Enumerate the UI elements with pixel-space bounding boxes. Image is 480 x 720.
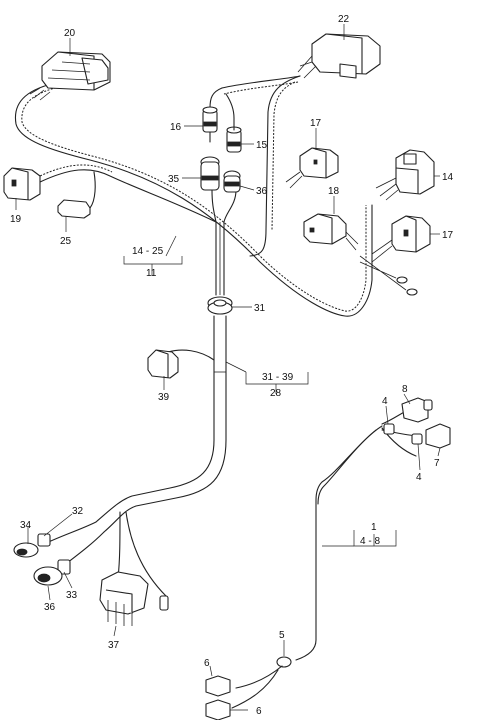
connector-25 (57, 171, 96, 219)
callout-labels: 20 22 16 15 17 14 35 36 19 25 18 17 31 3… (10, 14, 454, 717)
callout-34: 34 (20, 520, 32, 531)
callout-22: 22 (338, 14, 350, 25)
lower-left-branch (13, 511, 169, 626)
connector-17-top (285, 147, 339, 189)
callout-25: 25 (60, 236, 72, 247)
callout-6-upper: 6 (204, 658, 210, 669)
callout-36-top: 36 (256, 186, 268, 197)
callout-36-bottom: 36 (44, 602, 56, 613)
callout-6-lower: 6 (256, 706, 262, 717)
connector-19 (3, 167, 41, 201)
right-branch-harness (205, 397, 451, 720)
callout-33: 33 (66, 590, 78, 601)
callout-16: 16 (170, 122, 182, 133)
callout-37: 37 (108, 640, 120, 651)
callout-14: 14 (442, 172, 454, 183)
group-11-range: 14 - 25 (132, 246, 164, 257)
group-1-total: 1 (371, 522, 377, 533)
main-trunk (95, 315, 227, 533)
callout-4-upper: 4 (382, 396, 388, 407)
callout-35: 35 (168, 174, 180, 185)
callout-4-lower: 4 (416, 472, 422, 483)
grommet-31 (207, 296, 233, 315)
connector-39 (147, 349, 179, 379)
callout-31: 31 (254, 303, 266, 314)
callout-20: 20 (64, 28, 76, 39)
connector-22 (297, 33, 381, 79)
group-1-range: 4 - 8 (360, 536, 380, 547)
callout-18: 18 (328, 186, 340, 197)
leader-lines (15, 24, 441, 711)
callout-15: 15 (256, 140, 268, 151)
callout-17-top: 17 (310, 118, 322, 129)
callout-19: 19 (10, 214, 22, 225)
group-labels: 14 - 25 11 31 - 39 28 1 4 - 8 (132, 246, 380, 547)
connector-17-right (359, 215, 431, 296)
connector-14 (375, 149, 435, 201)
callout-17-right: 17 (442, 230, 454, 241)
connector-18 (303, 213, 359, 251)
callout-8: 8 (402, 384, 408, 395)
connectors-35-36 (200, 156, 241, 193)
callout-5: 5 (279, 630, 285, 641)
group-11-total: 11 (146, 268, 157, 279)
group-28-total: 28 (270, 388, 282, 399)
group-brackets (123, 235, 397, 547)
main-harness-loop (14, 75, 373, 317)
group-28-range: 31 - 39 (262, 372, 294, 383)
callout-32: 32 (72, 506, 84, 517)
callout-39: 39 (158, 392, 170, 403)
connectors-16-15 (202, 106, 242, 153)
callout-7: 7 (434, 458, 440, 469)
